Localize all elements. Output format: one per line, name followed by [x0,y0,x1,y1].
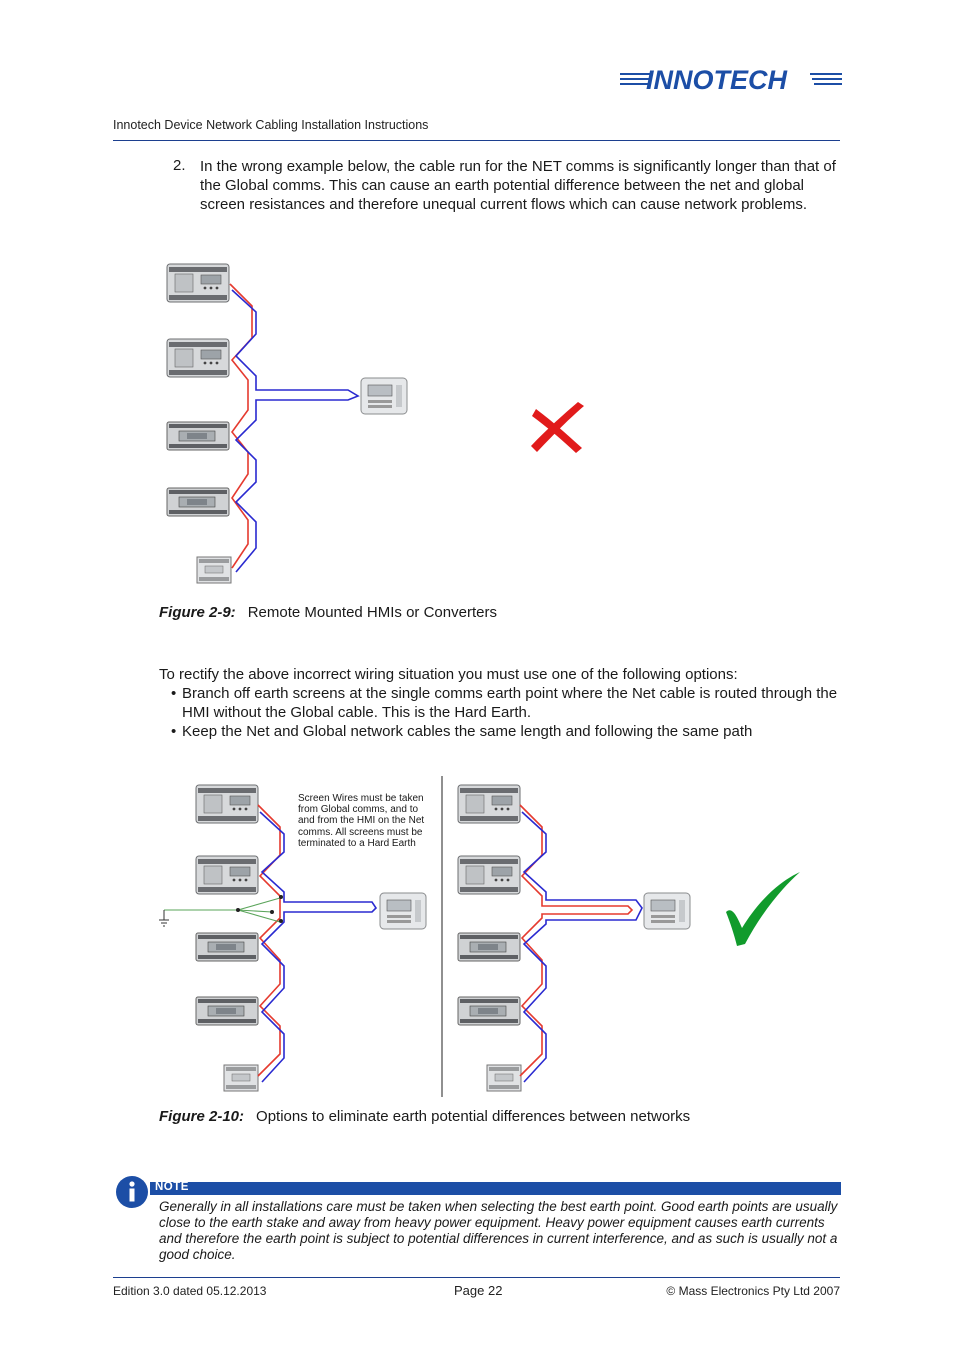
bullet-dot: • [171,685,177,702]
footer-edition: Edition 3.0 dated 05.12.2013 [113,1284,267,1298]
figure-2-9-caption: Figure 2-9: Remote Mounted HMIs or Conver… [159,604,497,621]
item-text: In the wrong example below, the cable ru… [200,158,836,213]
header-title: Innotech Device Network Cabling Installa… [113,118,429,132]
figure-2-9-label: Figure 2-9: [159,604,236,621]
rectify-bullet-2: •Keep the Net and Global network cables … [171,723,753,740]
figure-2-9-title: Remote Mounted HMIs or Converters [247,604,497,621]
footer-copyright: © Mass Electronics Pty Ltd 2007 [666,1284,840,1298]
figure-2-10-label: Figure 2-10: [159,1108,245,1125]
innotech-logo: INNOTECH [620,65,842,94]
figure-2-10-caption: Figure 2-10: Options to eliminate earth p… [159,1108,690,1125]
wrong-cross-icon [531,402,584,453]
logo-text: INNOTECH [646,65,788,94]
note-text: Generally in all installations care must… [159,1199,838,1262]
figure-2-9-diagram [166,263,584,584]
screen-wires-annotation: Screen Wires must be taken from Global c… [298,793,425,849]
info-icon [116,1176,148,1208]
figure-2-10-right-diagram [457,784,800,1092]
correct-tick-icon [726,872,800,946]
rectify-intro: To rectify the above incorrect wiring si… [159,666,738,683]
figure-2-10-left-diagram [159,784,427,1092]
item-number: 2. [173,157,186,174]
bullet-dot: • [171,723,177,740]
rectify-bullet-1: •Branch off earth screens at the single … [171,685,838,721]
footer-rule [113,1277,840,1278]
footer-page: Page 22 [454,1283,503,1298]
note-label: NOTE [155,1181,189,1193]
header-rule [113,140,840,141]
figure-2-10-title: Options to eliminate earth potential dif… [256,1108,691,1125]
note-bar [150,1182,841,1195]
